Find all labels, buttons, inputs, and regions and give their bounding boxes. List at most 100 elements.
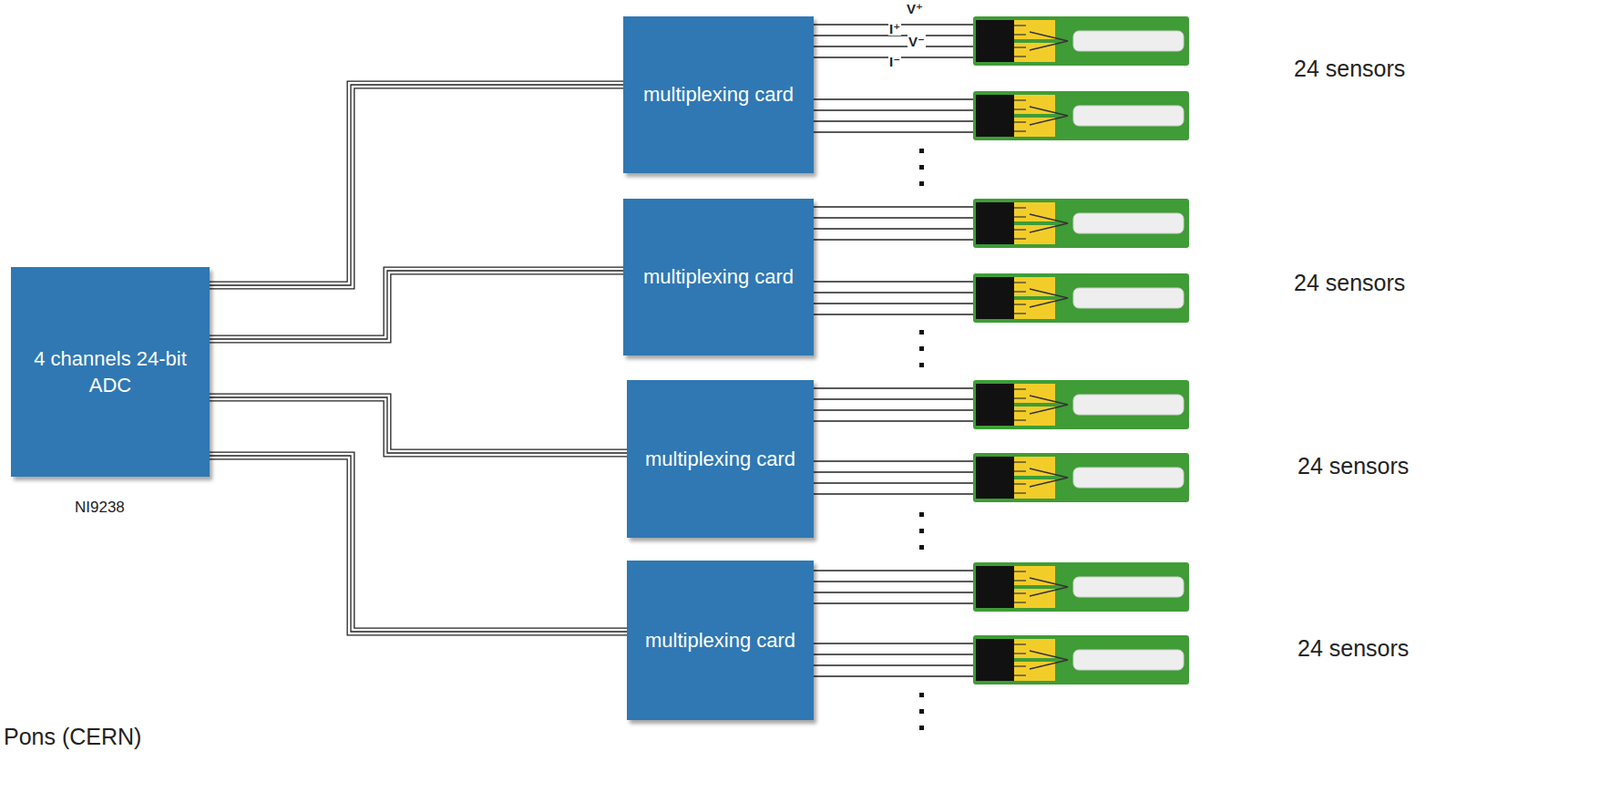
ellipsis-dot <box>919 181 924 186</box>
connector-block <box>975 638 1015 681</box>
contact-pad <box>1014 638 1056 681</box>
sensor-element <box>1073 105 1184 126</box>
cable-stroke <box>209 84 624 286</box>
sensor-board <box>973 379 1190 430</box>
signal-wire <box>813 98 974 100</box>
triple-cable <box>209 84 624 286</box>
credit-note: Pons (CERN) <box>3 722 142 750</box>
part-number: NI9238 <box>74 498 125 517</box>
cable-stroke <box>209 270 624 339</box>
multiplexer-box: multiplexing card <box>623 16 814 174</box>
ellipsis-dot <box>919 708 924 714</box>
cable-stroke <box>209 397 627 453</box>
multiplexer-box: multiplexing card <box>623 198 814 356</box>
contact-pad <box>1014 202 1056 245</box>
pad-tick <box>1014 592 1026 594</box>
sensor-board <box>973 273 1190 323</box>
ellipsis-dot <box>919 346 924 351</box>
bond-wire <box>1029 395 1068 414</box>
sensor-element <box>1073 30 1184 52</box>
cable-stroke <box>209 455 627 632</box>
signal-wire <box>813 569 974 571</box>
pad-gap <box>1014 221 1056 226</box>
signal-wire <box>813 45 974 47</box>
signal-wire <box>813 238 974 240</box>
pad-tick <box>1014 290 1026 292</box>
connector-block <box>975 383 1015 426</box>
bond-wire <box>1029 31 1068 51</box>
bond-wire <box>1029 650 1068 669</box>
sensor-board <box>973 16 1190 66</box>
ellipsis-dot <box>919 148 924 154</box>
cable-stroke <box>209 455 627 632</box>
signal-name: I⁺ <box>888 21 902 36</box>
box-label: multiplexing card <box>637 621 803 659</box>
connector-block <box>975 276 1015 319</box>
signal-wire <box>813 398 974 400</box>
signal-wire <box>813 675 974 677</box>
strain-sensor <box>813 379 1190 430</box>
sensor-board <box>973 91 1190 141</box>
box-label: multiplexing card <box>637 440 803 478</box>
signal-wire <box>813 131 974 133</box>
pad-tick <box>1014 46 1026 48</box>
sensor-count: 24 sensors <box>1297 451 1409 480</box>
cable-stroke <box>209 397 627 453</box>
cable-stroke <box>209 84 624 286</box>
pad-gap <box>1014 296 1056 300</box>
adc-box: 4 channels 24-bit ADC <box>10 266 210 477</box>
pad-tick <box>1014 312 1026 314</box>
contact-pad <box>1014 20 1056 62</box>
signal-name: I⁻ <box>888 54 902 69</box>
signal-wire <box>813 664 974 666</box>
sensor-count: 24 sensors <box>1297 634 1409 662</box>
pad-tick <box>1014 281 1026 283</box>
sensor-board <box>973 562 1190 612</box>
triple-cable <box>209 455 627 632</box>
pad-tick <box>1014 388 1026 390</box>
signal-wire <box>813 280 974 282</box>
sensor-element <box>1073 394 1184 415</box>
pad-tick <box>1014 482 1026 484</box>
ellipsis-dot <box>919 512 924 517</box>
signal-wire <box>813 471 974 472</box>
pad-tick <box>1014 419 1026 421</box>
signal-wire <box>813 302 974 304</box>
strain-sensor <box>813 198 1190 248</box>
contact-pad <box>1014 276 1056 319</box>
signal-wire <box>813 205 974 207</box>
triple-cable <box>209 270 624 339</box>
cable-stroke <box>209 270 624 339</box>
connector-block <box>975 565 1015 608</box>
strain-sensor <box>813 452 1190 503</box>
multiplexer-box: multiplexing card <box>626 379 814 538</box>
signal-wire <box>813 653 974 655</box>
pad-tick <box>1014 570 1026 572</box>
signal-wire <box>813 313 974 315</box>
ellipsis-dot <box>919 544 924 550</box>
signal-wire <box>813 460 974 462</box>
sensor-element <box>1073 649 1184 670</box>
contact-pad <box>1014 565 1056 608</box>
signal-wire <box>813 580 974 582</box>
pad-tick <box>1014 410 1026 411</box>
contact-pad <box>1014 456 1056 499</box>
signal-wire <box>813 482 974 483</box>
signal-wire <box>813 591 974 593</box>
signal-wire <box>813 120 974 122</box>
bond-wire <box>1029 577 1068 596</box>
pad-tick <box>1014 579 1026 581</box>
contact-pad <box>1014 383 1056 426</box>
signal-wire <box>813 227 974 229</box>
signal-wire <box>813 642 974 644</box>
pad-tick <box>1014 461 1026 462</box>
pad-tick <box>1014 121 1026 123</box>
sensor-board <box>973 198 1190 248</box>
sensor-element <box>1073 287 1184 308</box>
triple-cable <box>209 397 627 453</box>
sensor-count: 24 sensors <box>1293 268 1406 297</box>
signal-wire <box>813 109 974 111</box>
pad-tick <box>1014 108 1026 110</box>
ellipsis-dot <box>919 329 924 335</box>
